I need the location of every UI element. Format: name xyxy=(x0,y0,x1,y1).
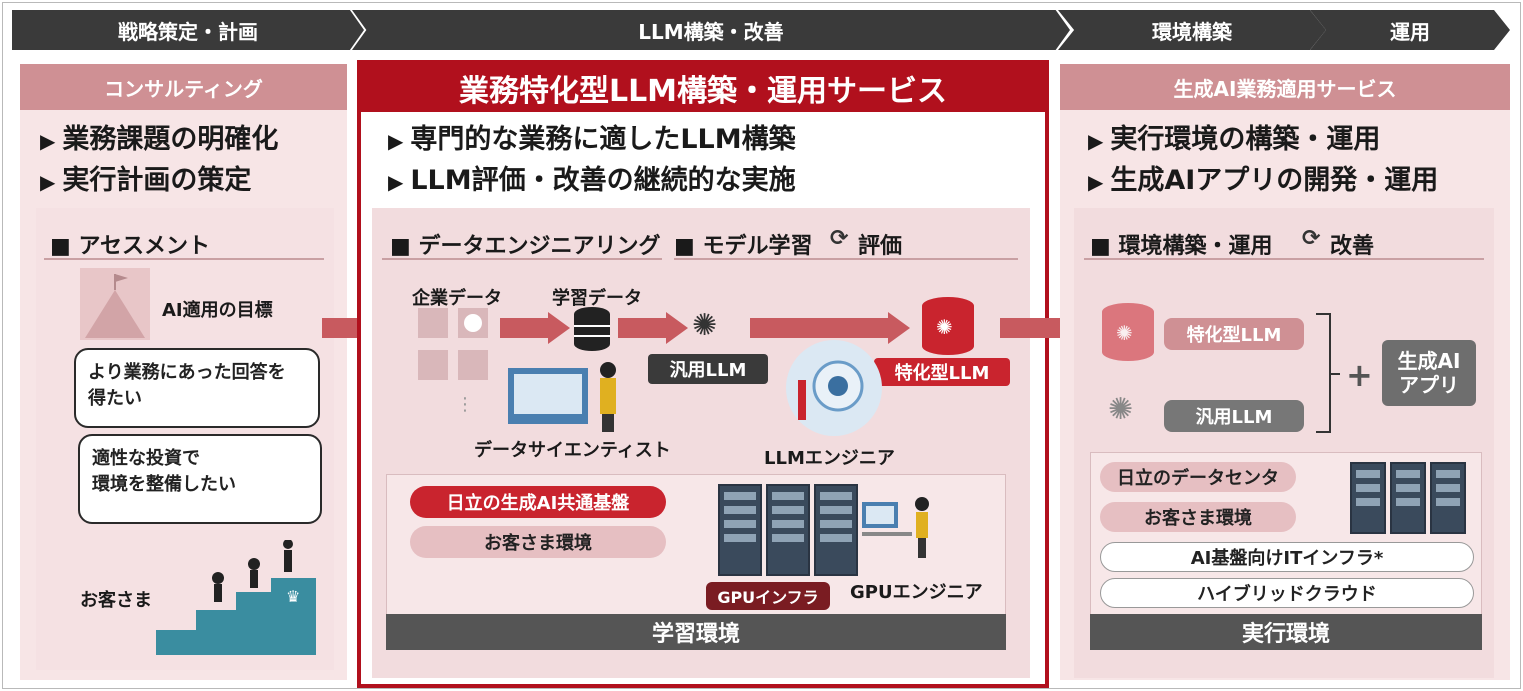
improvement-heading: 改善 xyxy=(1330,234,1375,259)
server-unit xyxy=(1350,462,1386,534)
bullet-item: 生成AIアプリの開発・運用 xyxy=(1088,161,1498,202)
llm-engineer-label: LLMエンジニア xyxy=(764,448,895,469)
general-llm-badge: 汎用LLM xyxy=(648,354,768,384)
speech-bubble: より業務にあった回答を 得たい xyxy=(74,348,320,428)
flow-arrow xyxy=(750,312,910,344)
genai-bullets: 実行環境の構築・運用 生成AIアプリの開発・運用 xyxy=(1088,120,1498,202)
divider xyxy=(382,258,662,260)
hybrid-cloud-pill: ハイブリッドクラウド xyxy=(1100,578,1474,608)
stairs-illustration: ♛ xyxy=(156,539,316,655)
llm-build-service-title: 業務特化型LLM構築・運用サービス xyxy=(361,64,1045,112)
data-engineering-heading: ■ データエンジニアリング xyxy=(390,234,661,259)
learning-environment-footer: 学習環境 xyxy=(386,614,1006,650)
flow-arrow xyxy=(500,312,570,344)
server-unit xyxy=(1390,462,1426,534)
server-unit xyxy=(718,484,762,576)
training-data-label: 学習データ xyxy=(552,288,642,309)
database-icon xyxy=(572,306,612,352)
specialized-database-icon: ✺ xyxy=(1100,302,1156,362)
data-scientist-label: データサイエンティスト xyxy=(474,440,671,461)
svg-text:♛: ♛ xyxy=(286,587,300,606)
phase-label: 運用 xyxy=(1390,19,1430,44)
phase-label: 戦略策定・計画 xyxy=(118,19,258,44)
bullet-item: 実行計画の策定 xyxy=(40,161,340,202)
data-scientist-illustration xyxy=(508,358,628,434)
server-unit xyxy=(766,484,810,576)
env-build-heading: ■ 環境構築・運用 xyxy=(1090,234,1273,259)
assessment-heading: ■ アセスメント xyxy=(50,234,211,259)
general-llm-pill: 汎用LLM xyxy=(1164,400,1304,432)
server-unit xyxy=(814,484,858,576)
specialized-llm-pill: 特化型LLM xyxy=(1164,318,1304,350)
plus-icon: + xyxy=(1346,356,1373,394)
phase-llm-build: LLM構築・改善 xyxy=(352,10,1070,50)
evaluation-heading: 評価 xyxy=(858,234,903,259)
model-training-heading: ■ モデル学習 xyxy=(674,234,813,259)
document-icons xyxy=(416,306,496,416)
goal-label: AI適用の目標 xyxy=(162,300,273,321)
hitachi-dc-pill: 日立のデータセンタ xyxy=(1100,462,1296,492)
divider xyxy=(44,258,324,260)
phase-operation: 運用 xyxy=(1310,10,1510,50)
consulting-bullets: 業務課題の明確化 実行計画の策定 xyxy=(40,120,340,202)
customer-env-pill: お客さま環境 xyxy=(1100,502,1296,532)
it-infra-pill: AI基盤向けITインフラ* xyxy=(1100,542,1474,572)
more-dots-icon: ⋮ xyxy=(456,394,474,415)
bracket xyxy=(1312,312,1342,438)
cycle-icon: ⟳ xyxy=(1302,226,1321,251)
server-unit xyxy=(1430,462,1466,534)
bullet-item: 専門的な業務に適したLLM構築 xyxy=(388,120,1028,161)
gpu-engineer-label: GPUエンジニア xyxy=(850,582,983,603)
runtime-environment-footer: 実行環境 xyxy=(1090,614,1482,650)
specialized-llm-badge: 特化型LLM xyxy=(874,358,1010,386)
divider xyxy=(674,258,1018,260)
gpu-engineer-illustration xyxy=(862,492,942,562)
llm-build-bullets: 専門的な業務に適したLLM構築 LLM評価・改善の継続的な実施 xyxy=(388,120,1028,202)
flow-arrow xyxy=(618,312,688,344)
cycle-icon: ⟳ xyxy=(830,226,849,251)
phase-environment: 環境構築 xyxy=(1058,10,1326,50)
gpu-server-rack xyxy=(718,484,858,576)
customer-env-pill: お客さま環境 xyxy=(410,526,666,558)
phase-strategy: 戦略策定・計画 xyxy=(12,10,364,50)
svg-text:✺: ✺ xyxy=(1116,321,1133,345)
speech-bubble: 適性な投資で 環境を整備したい xyxy=(78,434,322,524)
customer-label: お客さま xyxy=(80,590,152,611)
llm-engineer-illustration xyxy=(786,340,882,436)
divider xyxy=(1084,258,1484,260)
svg-text:✺: ✺ xyxy=(936,315,953,339)
enterprise-data-label: 企業データ xyxy=(412,288,502,309)
bullet-item: 実行環境の構築・運用 xyxy=(1088,120,1498,161)
brain-icon: ✺ xyxy=(692,308,718,343)
consulting-title: コンサルティング xyxy=(20,64,347,110)
gpu-infra-badge: GPUインフラ xyxy=(706,582,830,610)
genai-app-box: 生成AI アプリ xyxy=(1382,340,1476,406)
phase-label: 環境構築 xyxy=(1152,19,1232,44)
brain-icon: ✺ xyxy=(1108,392,1134,427)
phase-label: LLM構築・改善 xyxy=(638,19,784,44)
hitachi-platform-pill: 日立の生成AI共通基盤 xyxy=(410,486,666,518)
bullet-item: 業務課題の明確化 xyxy=(40,120,340,161)
bullet-item: LLM評価・改善の継続的な実施 xyxy=(388,161,1028,202)
genai-application-title: 生成AI業務適用サービス xyxy=(1060,64,1510,110)
specialized-database-icon: ✺ xyxy=(920,296,976,356)
it-server-rack xyxy=(1350,462,1466,534)
mountain-flag-icon xyxy=(80,268,150,340)
